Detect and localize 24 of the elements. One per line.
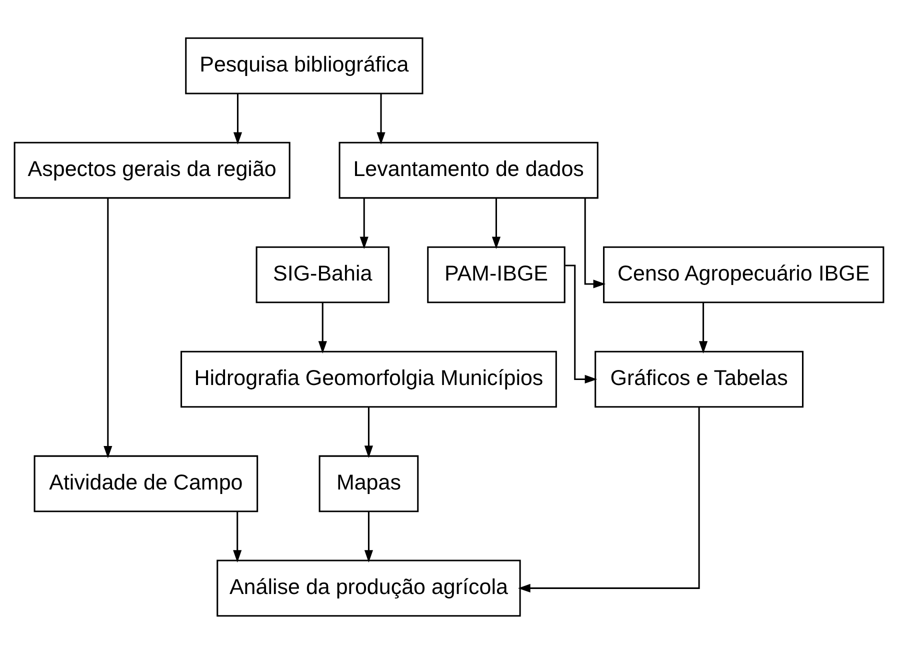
- node-box: Pesquisa bibliográfica: [185, 37, 424, 94]
- node-box: Hidrografia Geomorfolgia Municípios: [180, 350, 557, 408]
- arrow: [104, 198, 112, 458]
- node-box: Mapas: [318, 455, 419, 512]
- arrow: [698, 302, 708, 354]
- arrow: [584, 198, 606, 288]
- arrow: [364, 512, 374, 562]
- arrow: [233, 512, 242, 562]
- arrow: [233, 94, 242, 145]
- node-box: Gráficos e Tabelas: [594, 350, 804, 408]
- arrow: [360, 198, 368, 250]
- node-box: Levantamento de dados: [338, 142, 598, 199]
- node-box: Censo Agropecuário IBGE: [603, 246, 884, 304]
- node-box: PAM-IBGE: [427, 246, 566, 304]
- arrow: [492, 198, 501, 250]
- node-box: Aspectos gerais da região: [14, 142, 290, 199]
- arrow: [364, 407, 374, 458]
- node-box: SIG-Bahia: [256, 246, 390, 304]
- node-box: Análise da produção agrícola: [216, 560, 521, 617]
- node-box: Atividade de Campo: [34, 455, 258, 512]
- arrow: [318, 302, 327, 354]
- arrow: [518, 407, 700, 592]
- arrow: [376, 94, 386, 145]
- arrow: [565, 264, 598, 384]
